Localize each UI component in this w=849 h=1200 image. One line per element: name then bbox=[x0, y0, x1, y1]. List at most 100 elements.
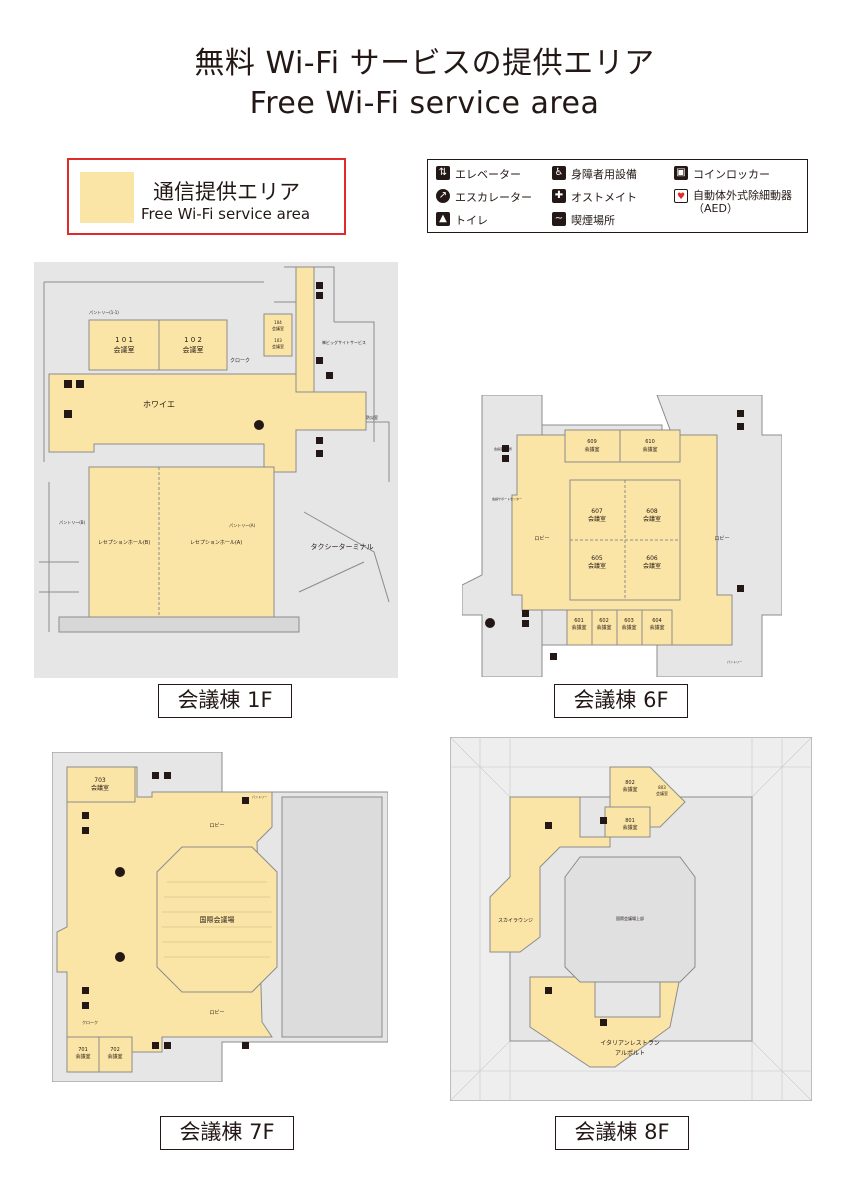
floor-plan-6f: 609 会議室 610 会議室 607 会議室 608 会議室 605 会議室 … bbox=[462, 395, 782, 677]
floor-plan-7f: 703 会議室 701 会議室 702 会議室 ロビー ロビー 国際会議場 クロ… bbox=[52, 752, 388, 1082]
toilet-icon bbox=[164, 772, 171, 779]
room-607-number: 607 bbox=[591, 508, 603, 515]
foyer-label: ホワイエ bbox=[143, 400, 175, 409]
room-103-number: 103 bbox=[274, 338, 282, 343]
room-604-label: 会議室 bbox=[649, 624, 664, 631]
room-101 bbox=[88, 319, 160, 371]
toilet-icon bbox=[737, 410, 744, 417]
symbol-label: エスカレーター bbox=[455, 191, 532, 204]
support-center-label: 会議サポートセンター bbox=[492, 496, 522, 501]
smoking-icon bbox=[242, 797, 249, 804]
symbol-smoking: ∼ 喫煙場所 bbox=[552, 212, 615, 228]
room-802-number: 802 bbox=[625, 780, 635, 786]
caption-7f: 会議棟 7F bbox=[160, 1116, 294, 1150]
room-610-label: 会議室 bbox=[642, 446, 657, 453]
caption-8f: 会議棟 8F bbox=[555, 1116, 689, 1150]
symbol-legend: ⇅ エレベーター ↗ エスカレーター ▲ トイレ ♿ 身障者用設備 ✚ オストメ… bbox=[427, 159, 808, 233]
toilet-icon bbox=[326, 372, 333, 379]
elevator-icon bbox=[502, 445, 509, 452]
pantry-top-label: パントリー(1-1) bbox=[89, 310, 119, 315]
symbol-label: コインロッカー bbox=[693, 168, 770, 181]
escalator-icon bbox=[115, 867, 125, 877]
restaurant-label-2: アルポルト bbox=[615, 1049, 645, 1057]
toilet-icon bbox=[502, 455, 509, 462]
room-702-label: 会議室 bbox=[107, 1053, 122, 1060]
toilet-icon bbox=[164, 1042, 171, 1049]
legend-label-jp: 通信提供エリア bbox=[153, 180, 300, 204]
elevator-icon bbox=[152, 1042, 159, 1049]
room-604 bbox=[641, 609, 673, 646]
disaster-room-label: 防災室 bbox=[366, 414, 378, 420]
elevator-icon bbox=[64, 380, 72, 388]
room-603-label: 会議室 bbox=[621, 624, 636, 631]
toilet-icon bbox=[600, 1019, 607, 1026]
room-703 bbox=[66, 766, 136, 803]
elevator-icon bbox=[316, 292, 323, 299]
elevator-icon bbox=[737, 585, 744, 592]
elevator-icon bbox=[522, 610, 529, 617]
room-603-number: 603 bbox=[624, 618, 634, 624]
toilet-icon bbox=[316, 450, 323, 457]
room-609-number: 609 bbox=[587, 439, 597, 445]
room-605-label: 会議室 bbox=[588, 562, 606, 570]
elevator-icon: ⇅ bbox=[436, 166, 450, 180]
room-701 bbox=[66, 1036, 100, 1073]
page-title: 無料 Wi-Fi サービスの提供エリア bbox=[194, 46, 655, 81]
symbol-label: 身障者用設備 bbox=[571, 168, 637, 181]
room-610-number: 610 bbox=[645, 439, 655, 445]
lobby-west-label: ロビー bbox=[534, 535, 549, 542]
elevator-icon bbox=[82, 812, 89, 819]
room-803-number: 803 bbox=[658, 785, 666, 790]
room-604-number: 604 bbox=[652, 618, 662, 624]
symbol-aed: ♥ 自動体外式除細動器 （AED） bbox=[674, 189, 792, 215]
room-605-number: 605 bbox=[591, 555, 603, 562]
symbol-label: 喫煙場所 bbox=[571, 214, 615, 227]
wheelchair-icon: ♿ bbox=[552, 166, 566, 180]
room-701-number: 701 bbox=[78, 1047, 88, 1053]
cloak-label: クローク bbox=[82, 1019, 98, 1025]
room-602-number: 602 bbox=[599, 618, 609, 624]
elevator-icon bbox=[737, 423, 744, 430]
ostomate-icon: ✚ bbox=[552, 189, 566, 203]
room-101-label: 会議室 bbox=[114, 345, 135, 354]
legend-label-en: Free Wi-Fi service area bbox=[141, 205, 311, 223]
room-701-label: 会議室 bbox=[75, 1053, 90, 1060]
pantry-label: パントリー bbox=[252, 794, 267, 799]
symbol-ostomate: ✚ オストメイト bbox=[552, 189, 637, 205]
smoking-icon bbox=[242, 1042, 249, 1049]
pantry-b-label: パントリー(B) bbox=[59, 520, 86, 525]
wifi-foyer bbox=[48, 373, 367, 473]
caption-1f: 会議棟 1F bbox=[158, 684, 292, 718]
pantry-a-label: パントリー(A) bbox=[229, 523, 255, 528]
toilet-icon: ▲ bbox=[436, 212, 450, 226]
floor-plan-1f: 1 0 1 会議室 1 0 2 会議室 104 会議室 103 会議室 パントリ… bbox=[34, 262, 398, 678]
hall-a-label: レセプションホール(A) bbox=[190, 540, 242, 546]
escalator-icon bbox=[485, 618, 495, 628]
symbol-label-abbr: （AED） bbox=[693, 202, 738, 215]
wifi-area-legend: 通信提供エリア Free Wi-Fi service area bbox=[67, 158, 346, 235]
symbol-elevator: ⇅ エレベーター bbox=[436, 166, 521, 182]
room-608-label: 会議室 bbox=[643, 515, 661, 523]
room-702 bbox=[98, 1036, 133, 1073]
aed-heart-icon: ♥ bbox=[674, 189, 688, 203]
pantry-label: パントリー bbox=[727, 659, 742, 664]
lobby-east-label: ロビー bbox=[714, 535, 729, 542]
intl-hall-label: 国際会議場 bbox=[200, 915, 235, 924]
escalator-icon bbox=[115, 952, 125, 962]
symbol-label: 自動体外式除細動器 bbox=[693, 189, 792, 202]
toilet-icon bbox=[522, 620, 529, 627]
room-102-label: 会議室 bbox=[183, 345, 204, 354]
cloak-label: クローク bbox=[230, 358, 250, 364]
room-606-label: 会議室 bbox=[643, 562, 661, 570]
toilet-icon bbox=[76, 380, 84, 388]
symbol-label: オストメイト bbox=[571, 191, 637, 204]
wifi-area-swatch bbox=[80, 172, 134, 223]
room-609-label: 会議室 bbox=[584, 446, 599, 453]
room-103-label: 会議室 bbox=[272, 343, 284, 349]
room-602 bbox=[591, 609, 618, 646]
hall-b-label: レセプションホール(B) bbox=[98, 540, 150, 546]
room-607-label: 会議室 bbox=[588, 515, 606, 523]
room-801 bbox=[604, 806, 651, 838]
room-601 bbox=[566, 609, 593, 646]
elevator-icon bbox=[545, 987, 552, 994]
